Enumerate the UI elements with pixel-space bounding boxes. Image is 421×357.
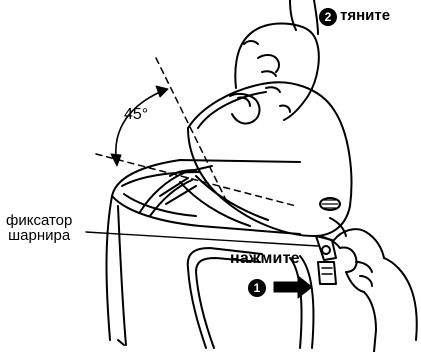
step-2-badge: 2 xyxy=(319,8,337,26)
pulling-hand xyxy=(235,0,319,120)
angle-arc xyxy=(116,92,160,156)
angle-arrow-top xyxy=(156,86,168,97)
hinge-lock-label-line1: фиксатор xyxy=(6,213,72,228)
hinge-lock-label: фиксатор шарнира xyxy=(6,213,72,243)
press-arrow xyxy=(274,276,312,298)
pull-label: тяните xyxy=(340,8,390,23)
angle-label: 45° xyxy=(124,107,148,123)
lid xyxy=(188,82,351,248)
press-label: нажмите xyxy=(230,251,300,267)
step-1-badge: 1 xyxy=(248,279,266,297)
angle-arrow-bottom xyxy=(111,154,121,166)
hinge-leader-line xyxy=(86,232,318,246)
pressing-hand xyxy=(334,229,417,352)
hinge-lock-label-line2: шарнира xyxy=(6,228,72,243)
hinge-lock xyxy=(316,236,336,284)
